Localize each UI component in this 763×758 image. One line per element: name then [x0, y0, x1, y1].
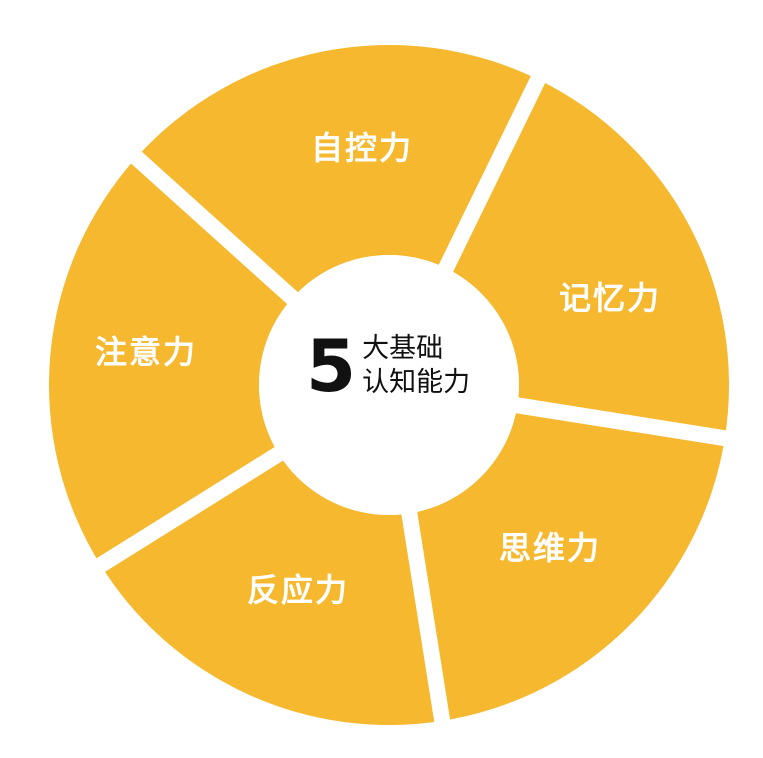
segment-memory — [445, 79, 729, 439]
segment-label-attention: 注意力 — [94, 333, 198, 371]
segment-self-control — [136, 44, 539, 299]
center-number: 5 — [306, 324, 357, 408]
segment-gap — [92, 444, 288, 575]
segment-label-thinking: 思维力 — [498, 529, 602, 567]
center-line-1: 大基础 — [362, 333, 444, 364]
center-text: 大基础 认知能力 — [362, 332, 470, 400]
segment-thinking — [409, 405, 725, 721]
segment-label-reaction: 反应力 — [246, 571, 350, 609]
center-line-2: 认知能力 — [362, 367, 471, 398]
segment-reaction — [100, 453, 443, 725]
segment-label-self-control: 自控力 — [310, 129, 414, 167]
segment-attention — [49, 157, 293, 566]
segment-gap — [400, 507, 451, 728]
segment-gap — [511, 396, 732, 447]
segment-label-memory: 记忆力 — [558, 279, 662, 317]
segment-gap — [436, 71, 548, 277]
center-title: 5 大基础 认知能力 — [306, 330, 470, 402]
center-circle — [259, 255, 519, 515]
segment-gap — [127, 148, 302, 308]
